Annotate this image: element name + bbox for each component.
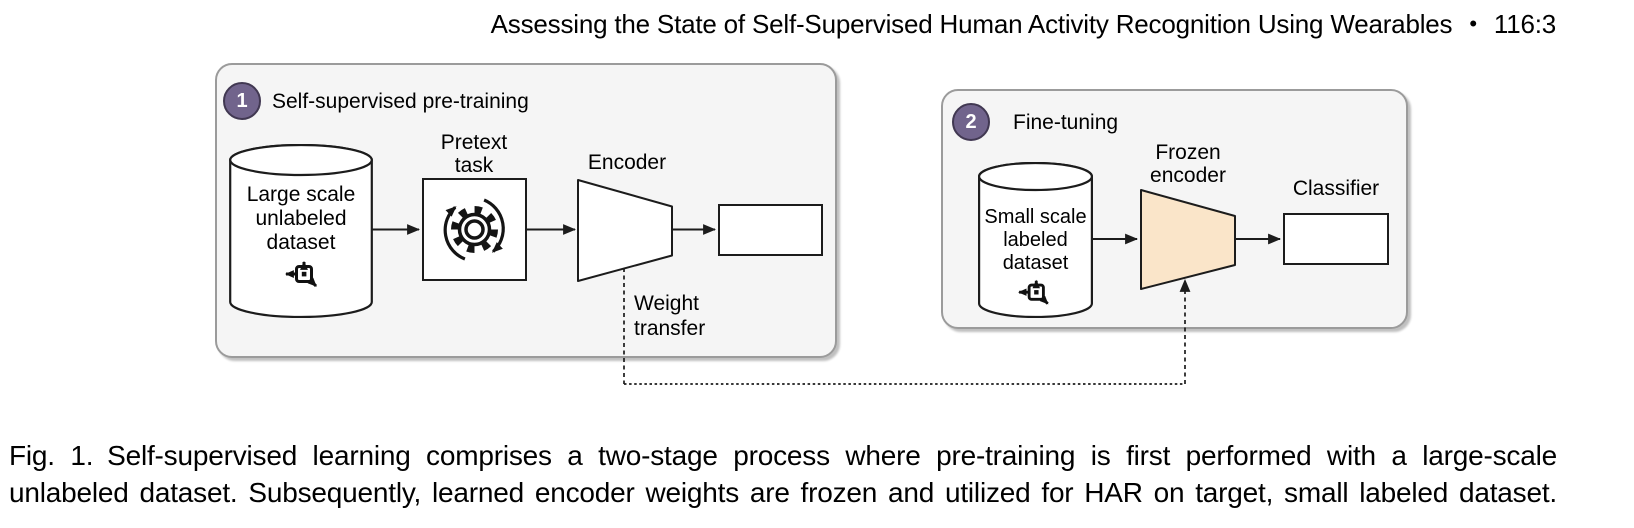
figure-caption: Fig. 1. Self-supervised learning compris…	[9, 437, 1557, 511]
stage-2-badge: 2	[952, 103, 990, 141]
pretext-task-label: Pretext task	[440, 131, 508, 177]
encoder-label: Encoder	[587, 151, 667, 174]
page-number: 116:3	[1493, 9, 1556, 39]
pretraining-output-box	[718, 204, 823, 256]
motion-sensor-axes-icon	[1018, 279, 1049, 305]
cylinder-top	[229, 144, 373, 177]
dataset-label-labeled: Small scale labeled dataset	[984, 206, 1087, 274]
dataset-label-unlabeled: Large scale unlabeled dataset	[246, 183, 356, 254]
frozen-encoder-label: Frozen encoder	[1150, 141, 1226, 187]
gear-sync-icon	[443, 198, 505, 261]
classifier-box	[1283, 213, 1389, 265]
bullet-separator: •	[1469, 11, 1477, 36]
caption-line-2: unlabeled dataset. Subsequently, learned…	[9, 477, 1557, 508]
database-cylinder-labeled	[978, 162, 1093, 318]
cylinder-top	[978, 162, 1093, 192]
encoder-trapezoid	[577, 179, 673, 282]
classifier-label: Classifier	[1292, 177, 1380, 200]
stage-1-badge: 1	[223, 82, 261, 120]
running-header: Assessing the State of Self-Supervised H…	[490, 9, 1557, 40]
panel-title-finetuning: Fine-tuning	[1013, 111, 1119, 134]
frozen-encoder-trapezoid	[1140, 189, 1236, 290]
caption-line-1: Fig. 1. Self-supervised learning compris…	[9, 440, 1557, 471]
panel-title-pretraining: Self-supervised pre-training	[272, 90, 529, 113]
paper-title: Assessing the State of Self-Supervised H…	[490, 9, 1453, 39]
database-cylinder-unlabeled	[229, 144, 373, 318]
weight-transfer-label: Weight transfer	[634, 292, 706, 340]
motion-sensor-axes-icon	[284, 260, 318, 288]
